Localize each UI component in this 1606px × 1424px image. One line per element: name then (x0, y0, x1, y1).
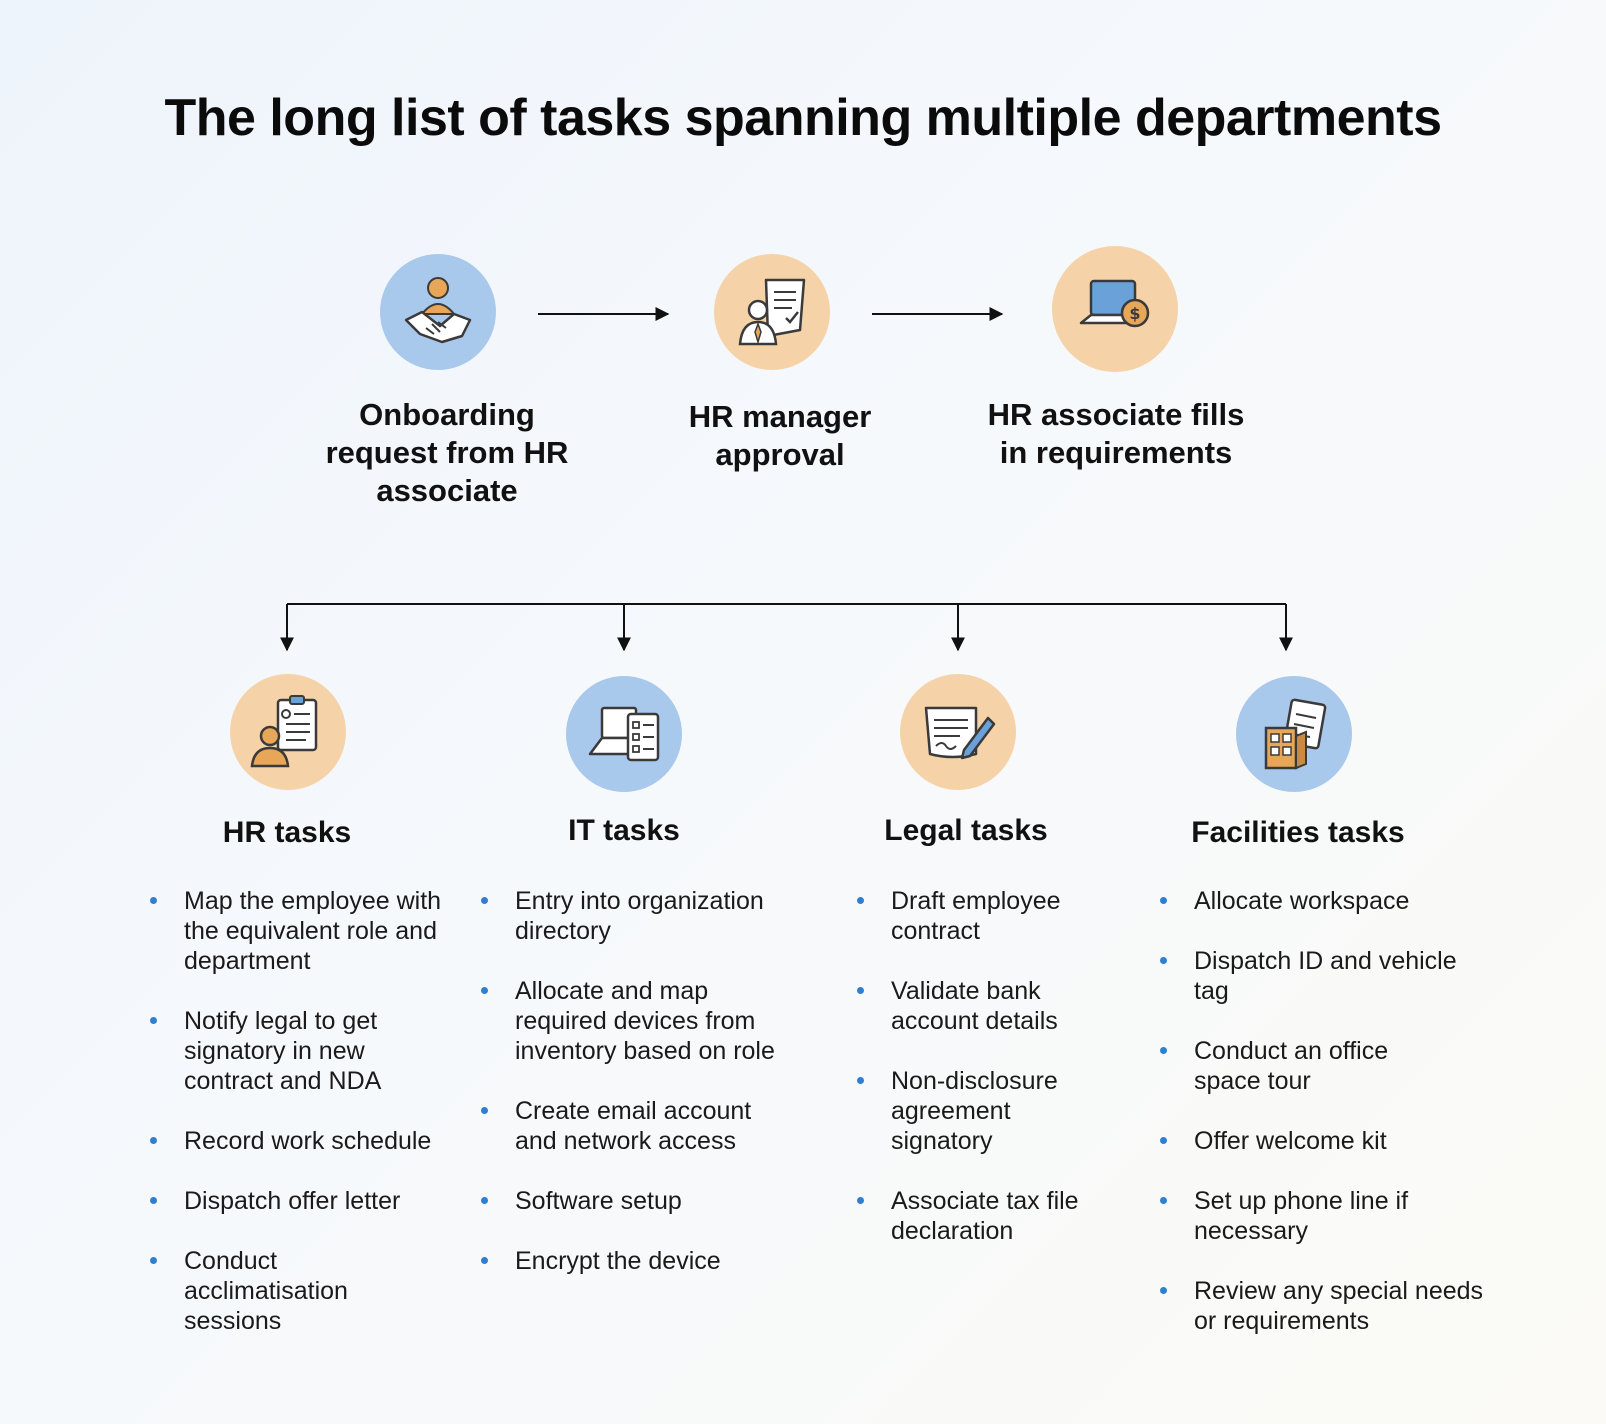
svg-text:$: $ (1129, 304, 1140, 323)
bullet-dot (481, 897, 488, 904)
legal-task-list: Draft employee contract Validate bank ac… (855, 886, 1095, 1276)
list-item: Encrypt the device (479, 1246, 799, 1276)
facilities-task: Allocate workspace (1194, 887, 1410, 915)
bullet-dot (1160, 1047, 1167, 1054)
bullet-dot (857, 1197, 864, 1204)
dept-title-it: IT tasks (568, 814, 680, 847)
legal-task: Non-disclosure agreement signatory (891, 1067, 1058, 1155)
bullet-dot (481, 1197, 488, 1204)
list-item: Create email account and network access (479, 1096, 785, 1156)
list-item: Offer welcome kit (1158, 1126, 1478, 1156)
contract-signing-icon (900, 674, 1016, 790)
list-item: Map the employee with the equivalent rol… (148, 886, 458, 976)
list-item: Non-disclosure agreement signatory (855, 1066, 1086, 1156)
facilities-task: Review any special needs or requirements (1194, 1277, 1484, 1335)
facilities-task-list: Allocate workspace Dispatch ID and vehic… (1158, 886, 1483, 1366)
it-task-list: Entry into organization directory Alloca… (479, 886, 799, 1306)
legal-task: Draft employee contract (891, 887, 1061, 945)
it-task: Software setup (515, 1187, 682, 1215)
hr-task: Dispatch offer letter (184, 1187, 401, 1215)
handshake-icon (380, 254, 496, 370)
bullet-dot (857, 897, 864, 904)
bullet-dot (1160, 1137, 1167, 1144)
building-clipboard-icon (1236, 676, 1352, 792)
bullet-dot (481, 987, 488, 994)
manager-document-icon (714, 254, 830, 370)
list-item: Validate bank account details (855, 976, 1101, 1036)
hr-task-list: Map the employee with the equivalent rol… (148, 886, 458, 1366)
list-item: Set up phone line if necessary (1158, 1186, 1464, 1246)
bullet-dot (150, 1197, 157, 1204)
list-item: Dispatch ID and vehicle tag (1158, 946, 1478, 1006)
bullet-dot (150, 1257, 157, 1264)
bullet-dot (1160, 1287, 1167, 1294)
list-item: Dispatch offer letter (148, 1186, 458, 1216)
list-item: Associate tax file declaration (855, 1186, 1121, 1246)
step-label-onboarding-request: Onboarding request from HR associate (325, 397, 569, 508)
facilities-task: Offer welcome kit (1194, 1127, 1387, 1155)
dept-title-facilities: Facilities tasks (1191, 816, 1405, 849)
list-item: Record work schedule (148, 1126, 458, 1156)
bullet-dot (150, 897, 157, 904)
list-item: Conduct an office space tour (1158, 1036, 1444, 1096)
list-item: Review any special needs or requirements (1158, 1276, 1494, 1336)
bullet-dot (1160, 957, 1167, 964)
bullet-dot (857, 1077, 864, 1084)
bullet-dot (150, 1017, 157, 1024)
hr-task: Record work schedule (184, 1127, 432, 1155)
list-item: Allocate workspace (1158, 886, 1478, 916)
list-item: Notify legal to get signatory in new con… (148, 1006, 458, 1096)
bullet-dot (857, 987, 864, 994)
list-item: Conduct acclimatisation sessions (148, 1246, 404, 1336)
hr-task: Notify legal to get signatory in new con… (184, 1007, 382, 1095)
facilities-task: Set up phone line if necessary (1194, 1187, 1409, 1245)
it-task: Create email account and network access (515, 1097, 752, 1155)
bullet-dot (481, 1107, 488, 1114)
bullet-dot (1160, 897, 1167, 904)
step-label-fills-requirements: HR associate fills in requirements (987, 397, 1245, 470)
laptop-checklist-icon (566, 676, 682, 792)
facilities-task: Dispatch ID and vehicle tag (1194, 947, 1457, 1005)
list-item: Draft employee contract (855, 886, 1101, 946)
list-item: Software setup (479, 1186, 799, 1216)
it-task: Encrypt the device (515, 1247, 721, 1275)
it-task: Allocate and map required devices from i… (515, 977, 775, 1065)
legal-task: Associate tax file declaration (891, 1187, 1079, 1245)
step-label-manager-approval: HR manager approval (688, 399, 872, 472)
bullet-dot (481, 1257, 488, 1264)
clipboard-person-icon (230, 674, 346, 790)
dept-title-legal: Legal tasks (884, 814, 1048, 847)
bullet-dot (150, 1137, 157, 1144)
list-item: Entry into organization directory (479, 886, 785, 946)
legal-task: Validate bank account details (891, 977, 1058, 1035)
page-title: The long list of tasks spanning multiple… (164, 89, 1442, 147)
laptop-payment-icon: $ (1052, 246, 1178, 372)
it-task: Entry into organization directory (515, 887, 764, 945)
hr-task: Map the employee with the equivalent rol… (184, 887, 442, 975)
bullet-dot (1160, 1197, 1167, 1204)
list-item: Allocate and map required devices from i… (479, 976, 785, 1066)
facilities-task: Conduct an office space tour (1194, 1037, 1389, 1095)
hr-task: Conduct acclimatisation sessions (184, 1247, 348, 1335)
dept-title-hr: HR tasks (222, 816, 352, 849)
